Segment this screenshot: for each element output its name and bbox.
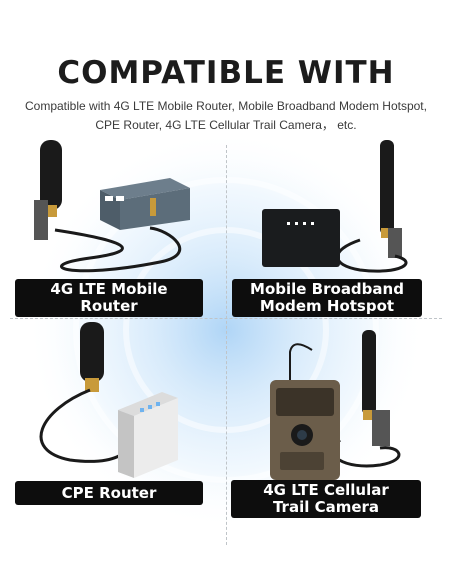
- label-4g-lte-cellular-trail-camera: 4G LTE Cellular Trail Camera: [231, 480, 421, 518]
- antenna-icon: [34, 140, 182, 273]
- label-line-1: 4G LTE Mobile: [50, 280, 168, 298]
- label-line-2: Router: [80, 297, 138, 315]
- label-4g-lte-mobile-router: 4G LTE Mobile Router: [15, 279, 203, 317]
- hotspot-icon: [262, 209, 340, 267]
- router-icon: [100, 178, 190, 230]
- label-line-1: CPE Router: [61, 483, 157, 502]
- panel-divider-vertical: [226, 145, 227, 545]
- label-cpe-router: CPE Router: [15, 481, 203, 505]
- cpe-router-icon: [118, 392, 178, 478]
- page-subtitle-line-2: CPE Router, 4G LTE Cellular Trail Camera…: [95, 118, 357, 132]
- antenna-icon: [336, 140, 408, 273]
- label-mobile-broadband-modem-hotspot: Mobile Broadband Modem Hotspot: [232, 279, 422, 317]
- panel-divider-horizontal: [10, 318, 442, 319]
- trail-camera-icon: [270, 343, 340, 480]
- page-title: COMPATIBLE WITH: [57, 55, 395, 91]
- label-line-1: Mobile Broadband: [250, 280, 404, 298]
- page-subtitle-line-1: Compatible with 4G LTE Mobile Router, Mo…: [25, 99, 427, 113]
- label-line-1: 4G LTE Cellular: [263, 481, 389, 499]
- label-line-2: Trail Camera: [272, 498, 380, 516]
- label-line-2: Modem Hotspot: [259, 297, 395, 315]
